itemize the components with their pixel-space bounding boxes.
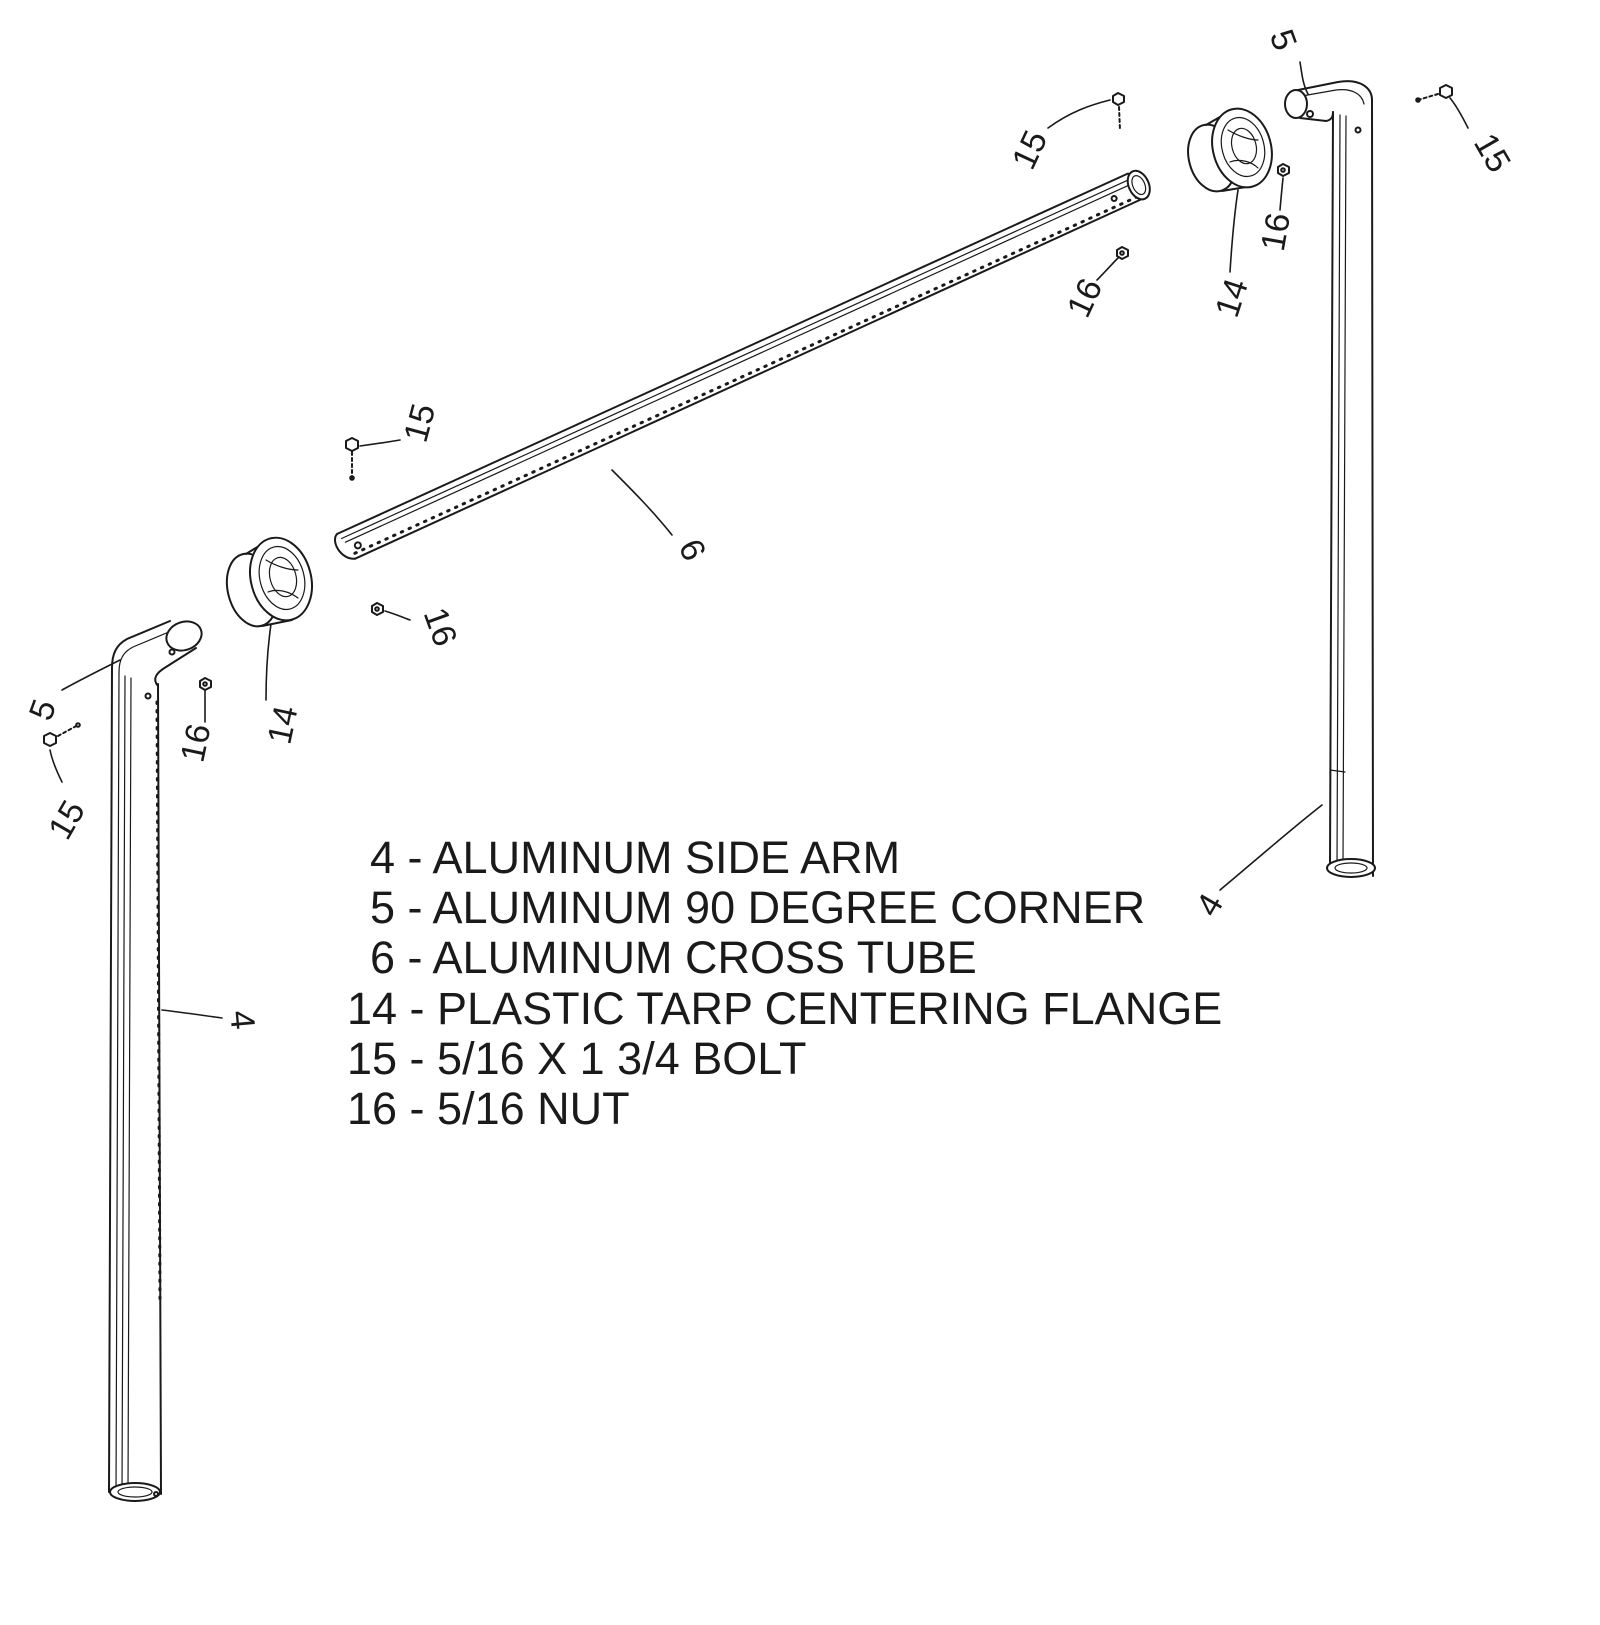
bolt (43, 722, 81, 747)
legend-item-bolt: 15 - 5/16 X 1 3/4 BOLT (347, 1033, 806, 1084)
leader-line (359, 439, 401, 447)
parts-legend: 4 - ALUMINUM SIDE ARM 5 - ALUMINUM 90 DE… (347, 832, 1222, 1134)
leader-line (1096, 257, 1119, 281)
legend-item-side-arm: 4 - ALUMINUM SIDE ARM (370, 832, 900, 883)
leader-line (1449, 97, 1469, 129)
leader-line (265, 623, 272, 701)
leader-line (49, 749, 63, 783)
leader-line (1047, 99, 1111, 129)
leader-line (1299, 61, 1309, 95)
bolt (1415, 84, 1453, 103)
callout-nut-left: 16 (173, 721, 218, 766)
callout-side-arm-left: 4 (222, 1009, 262, 1031)
bolt (1112, 92, 1125, 131)
callout-nut-right: 16 (1254, 210, 1298, 254)
corner-right (1284, 80, 1373, 122)
bolt (345, 437, 359, 481)
nut (199, 677, 212, 691)
leader-line (1279, 177, 1284, 211)
leader-line (1219, 804, 1323, 891)
flange-left (225, 536, 313, 628)
legend-item-nut: 16 - 5/16 NUT (347, 1083, 630, 1134)
leader-line (161, 1009, 223, 1019)
cross-tube (334, 169, 1151, 560)
leader-line (384, 610, 411, 621)
side-arm-right (1326, 99, 1376, 878)
nut (1277, 163, 1290, 177)
nut (1116, 246, 1129, 260)
legend-item-corner: 5 - ALUMINUM 90 DEGREE CORNER (370, 882, 1145, 933)
flange-right (1187, 107, 1273, 193)
legend-item-cross-tube: 6 - ALUMINUM CROSS TUBE (370, 932, 977, 983)
legend-item-flange: 14 - PLASTIC TARP CENTERING FLANGE (347, 983, 1222, 1034)
leader-line (61, 659, 121, 691)
leader-line (611, 469, 673, 536)
side-arm-left (108, 667, 162, 1502)
nut (371, 602, 384, 616)
callout-flange-left: 14 (260, 703, 305, 748)
leader-line (1229, 189, 1239, 273)
